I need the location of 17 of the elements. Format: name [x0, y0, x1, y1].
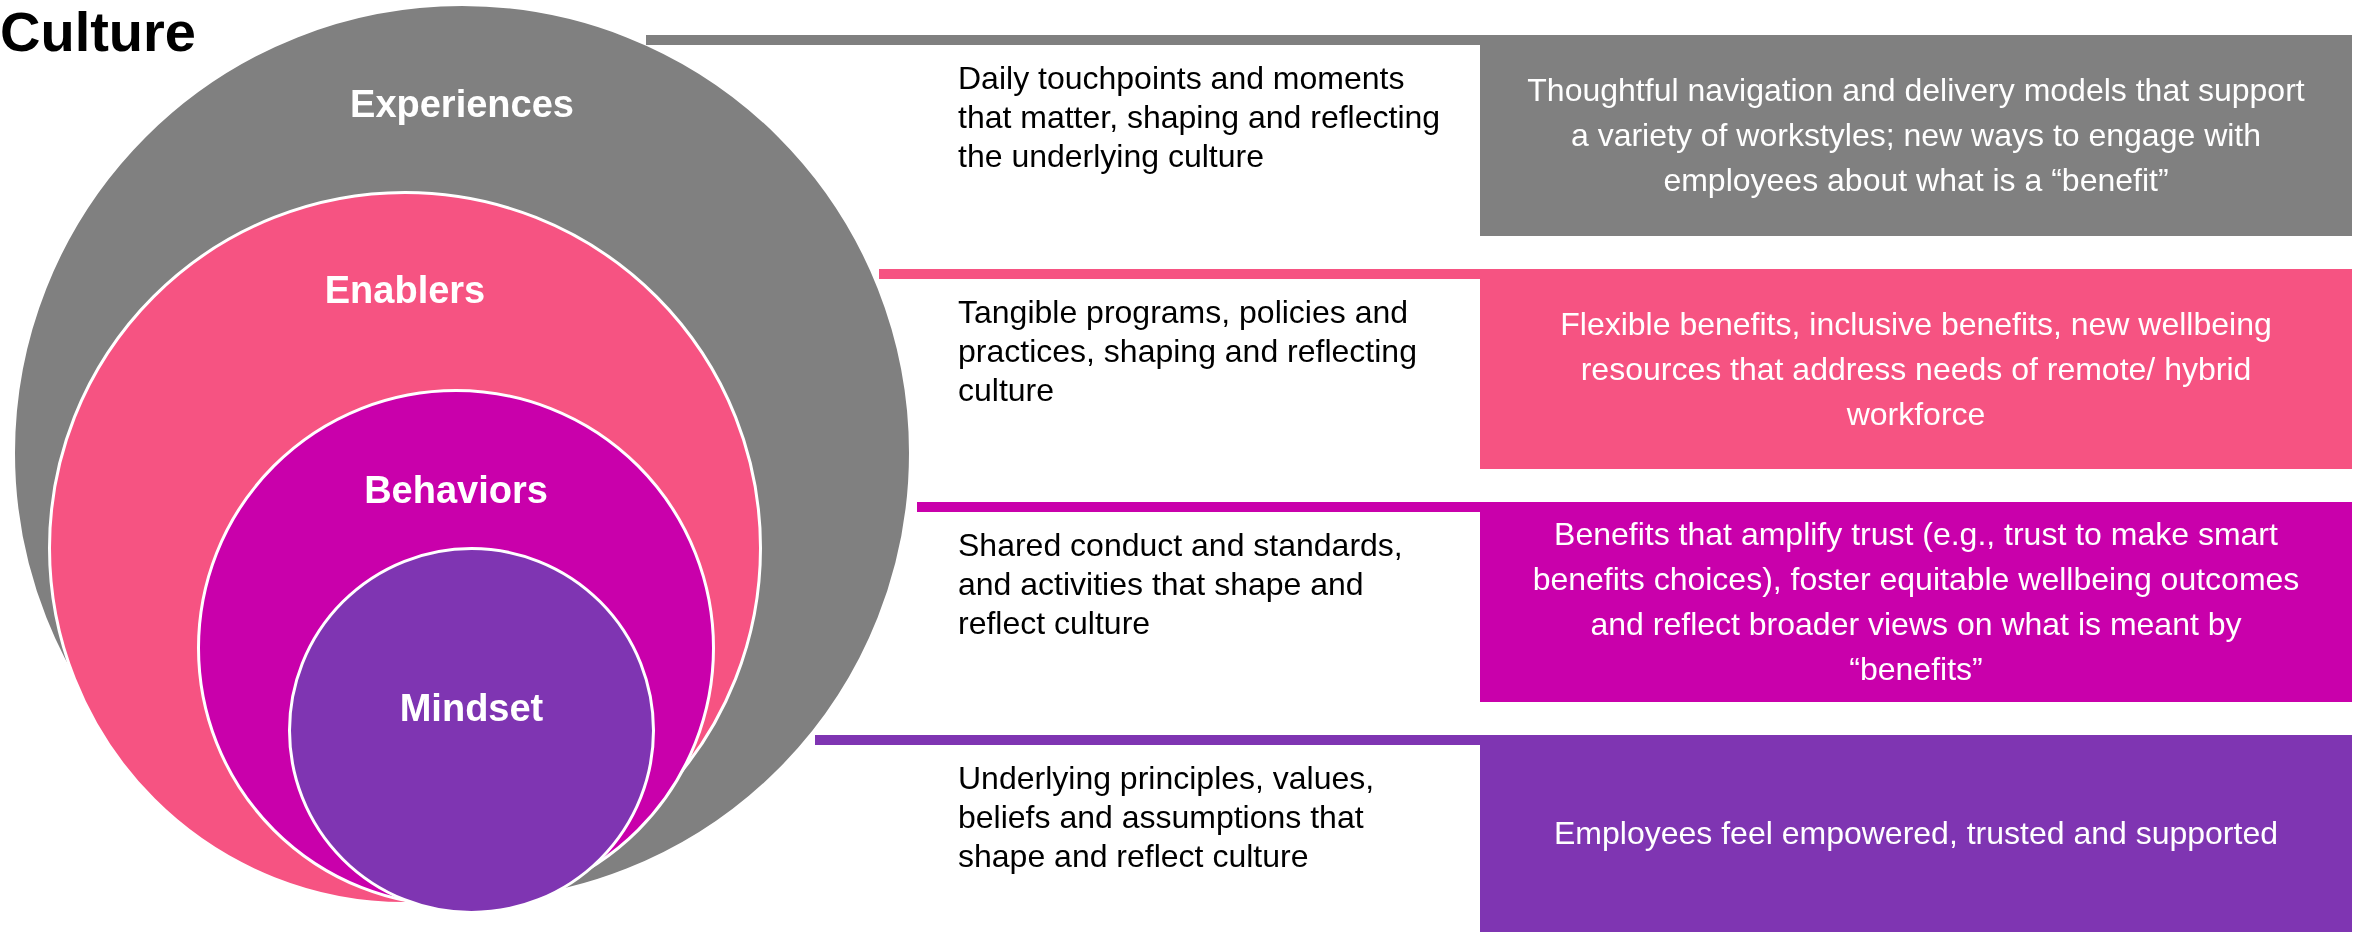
layer-label: Behaviors	[363, 468, 549, 513]
outcome-box	[1480, 269, 2352, 469]
layer-label: Enablers	[323, 268, 487, 313]
outcome-box	[1480, 35, 2352, 236]
outcome-text: Flexible benefits, inclusive benefits, new wellbeing resources that address needs of remote/ hybrid workforce	[1559, 304, 2273, 434]
description-text: Underlying principles, values, beliefs and assumptions that shape and reflect culture	[958, 759, 1376, 876]
outcome-box	[1480, 735, 2352, 932]
outcome-box	[1480, 502, 2352, 702]
outcome-text: Benefits that amplify trust (e.g., trust to make smart benefits choices), foster equitable wellbeing outcomes and reflect broader views on what is meant by “benefits”	[1531, 515, 2301, 689]
layer-label: Experiences	[349, 82, 575, 127]
description-text: Tangible programs, policies and practices, shaping and reflecting culture	[958, 293, 1418, 410]
description-text: Daily touchpoints and moments that matter, shaping and reflecting the underlying culture	[958, 59, 1442, 176]
outcome-text: Thoughtful navigation and delivery models that support a variety of workstyles; new ways to engage with employees about what is a “benefit”	[1526, 71, 2306, 200]
layer-label: Mindset	[398, 686, 545, 731]
title: Culture	[0, 0, 196, 64]
outcome-text: Employees feel empowered, trusted and supported	[1554, 814, 2278, 853]
description-text: Shared conduct and standards, and activities that shape and reflect culture	[958, 526, 1404, 643]
